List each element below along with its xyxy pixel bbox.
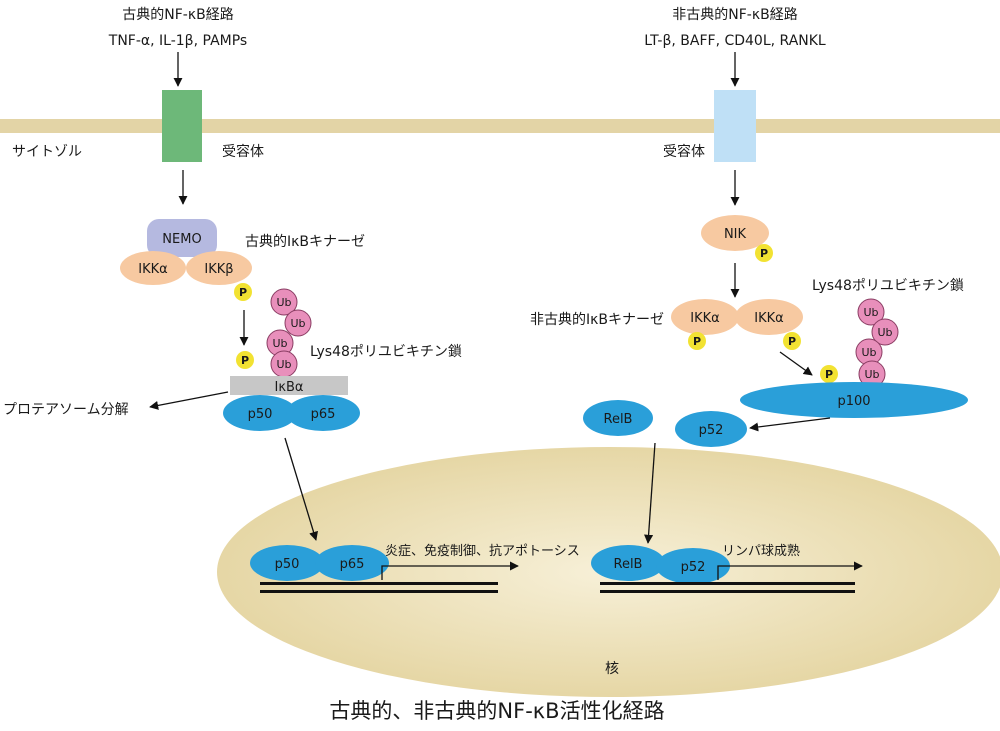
ub-right-1	[857, 298, 885, 326]
nik	[701, 215, 769, 251]
nemo-box	[147, 219, 217, 257]
phospho-nik-label: P	[760, 247, 768, 260]
ub-left-4-label: Ub	[276, 358, 291, 371]
canonical-title: 古典的NF-κB経路	[122, 7, 233, 23]
phospho-ikba-label: P	[241, 354, 249, 367]
dna-left-bottom	[260, 590, 498, 593]
cell-membrane	[0, 119, 1000, 133]
dna-right-top	[600, 582, 855, 585]
ub-right-1-label: Ub	[863, 306, 878, 319]
ub-left-2-label: Ub	[290, 317, 305, 330]
ikkb-left	[186, 251, 252, 285]
dna-left-top	[260, 582, 498, 585]
phospho-ikkb	[234, 283, 252, 301]
arrow-p100-p52	[749, 417, 831, 432]
lys48-left-label: Lys48ポリユビキチン鎖	[310, 344, 462, 360]
p100	[740, 382, 968, 418]
noncanonical-ligands: LT-β, BAFF, CD40L, RANKL	[644, 33, 826, 49]
transcription-arrow-right	[717, 561, 863, 580]
receptor-left	[162, 90, 202, 162]
p52-nucleus-label: p52	[681, 560, 706, 575]
p65-cytosol	[286, 395, 360, 431]
ikka-right-2	[735, 299, 803, 335]
receptor-left-label: 受容体	[222, 143, 264, 160]
p100-label: p100	[837, 394, 870, 409]
relb-nucleus-label: RelB	[614, 557, 643, 572]
arrow-p50p65-nucleus	[284, 437, 318, 541]
relb-cytosol-label: RelB	[604, 412, 633, 427]
nemo-label: NEMO	[162, 232, 201, 247]
nik-label: NIK	[724, 227, 747, 242]
p65-nucleus-label: p65	[340, 557, 365, 572]
p52-nucleus	[656, 548, 730, 584]
ub-left-3-label: Ub	[272, 337, 287, 350]
phospho-p100-label: P	[825, 368, 833, 381]
cytosol-label: サイトゾル	[12, 144, 82, 160]
p65-nucleus	[315, 545, 389, 581]
ikba-bar	[230, 376, 348, 395]
phospho-ikka-1-label: P	[693, 335, 701, 348]
p50-nucleus	[250, 545, 324, 581]
noncanonical-kinase-label: 非古典的IκBキナーゼ	[530, 312, 664, 328]
canonical-ligands: TNF-α, IL-1β, PAMPs	[108, 33, 247, 49]
ub-left-1-label: Ub	[276, 296, 291, 309]
target-genes-right: リンパ球成熟	[722, 543, 800, 559]
target-genes-left: 炎症、免疫制御、抗アポトーシス	[385, 543, 580, 559]
ub-right-2-label: Ub	[877, 326, 892, 339]
canonical-kinase-label: 古典的IκBキナーゼ	[245, 234, 365, 250]
noncanonical-title: 非古典的NF-κB経路	[672, 7, 797, 23]
p50-cytosol-label: p50	[248, 407, 273, 422]
receptor-right-label: 受容体	[663, 143, 705, 160]
phospho-ikka-2	[783, 332, 801, 350]
proteasome-label: プロテアソーム分解	[3, 402, 129, 418]
p65-cytosol-label: p65	[311, 407, 336, 422]
phospho-p100	[820, 365, 838, 383]
ikka-right-2-label: IKKα	[754, 311, 783, 326]
ub-left-1	[270, 288, 298, 316]
arrow-relb-nucleus	[644, 442, 656, 544]
ikkb-left-label: IKKβ	[204, 262, 233, 277]
arrow-proteasome	[149, 391, 229, 410]
p50-cytosol	[223, 395, 297, 431]
phospho-ikba	[236, 351, 254, 369]
p50-nucleus-label: p50	[275, 557, 300, 572]
phospho-ikkb-label: P	[239, 286, 247, 299]
dna-right-bottom	[600, 590, 855, 593]
arrow-ikk-p100	[779, 351, 813, 376]
figure-caption: 古典的、非古典的NF-κB活性化経路	[329, 699, 664, 723]
ikba-label: IκBα	[275, 380, 304, 395]
ikka-right-1-label: IKKα	[690, 311, 719, 326]
phospho-nik	[755, 244, 773, 262]
ikka-left	[120, 251, 186, 285]
relb-cytosol	[583, 400, 653, 436]
lys48-right-label: Lys48ポリユビキチン鎖	[812, 278, 964, 294]
ub-right-2	[871, 318, 899, 346]
phospho-ikka-1	[688, 332, 706, 350]
p52-cytosol-label: p52	[699, 423, 724, 438]
ikka-right-1	[671, 299, 739, 335]
transcription-arrow-left	[381, 561, 519, 580]
ub-left-2	[284, 309, 312, 337]
phospho-ikka-2-label: P	[788, 335, 796, 348]
receptor-right	[714, 90, 756, 162]
ikka-left-label: IKKα	[138, 262, 167, 277]
nucleus-label: 核	[605, 661, 619, 677]
relb-nucleus	[591, 545, 665, 581]
ub-right-4-label: Ub	[864, 368, 879, 381]
p52-cytosol	[675, 411, 747, 447]
ub-right-3-label: Ub	[861, 346, 876, 359]
